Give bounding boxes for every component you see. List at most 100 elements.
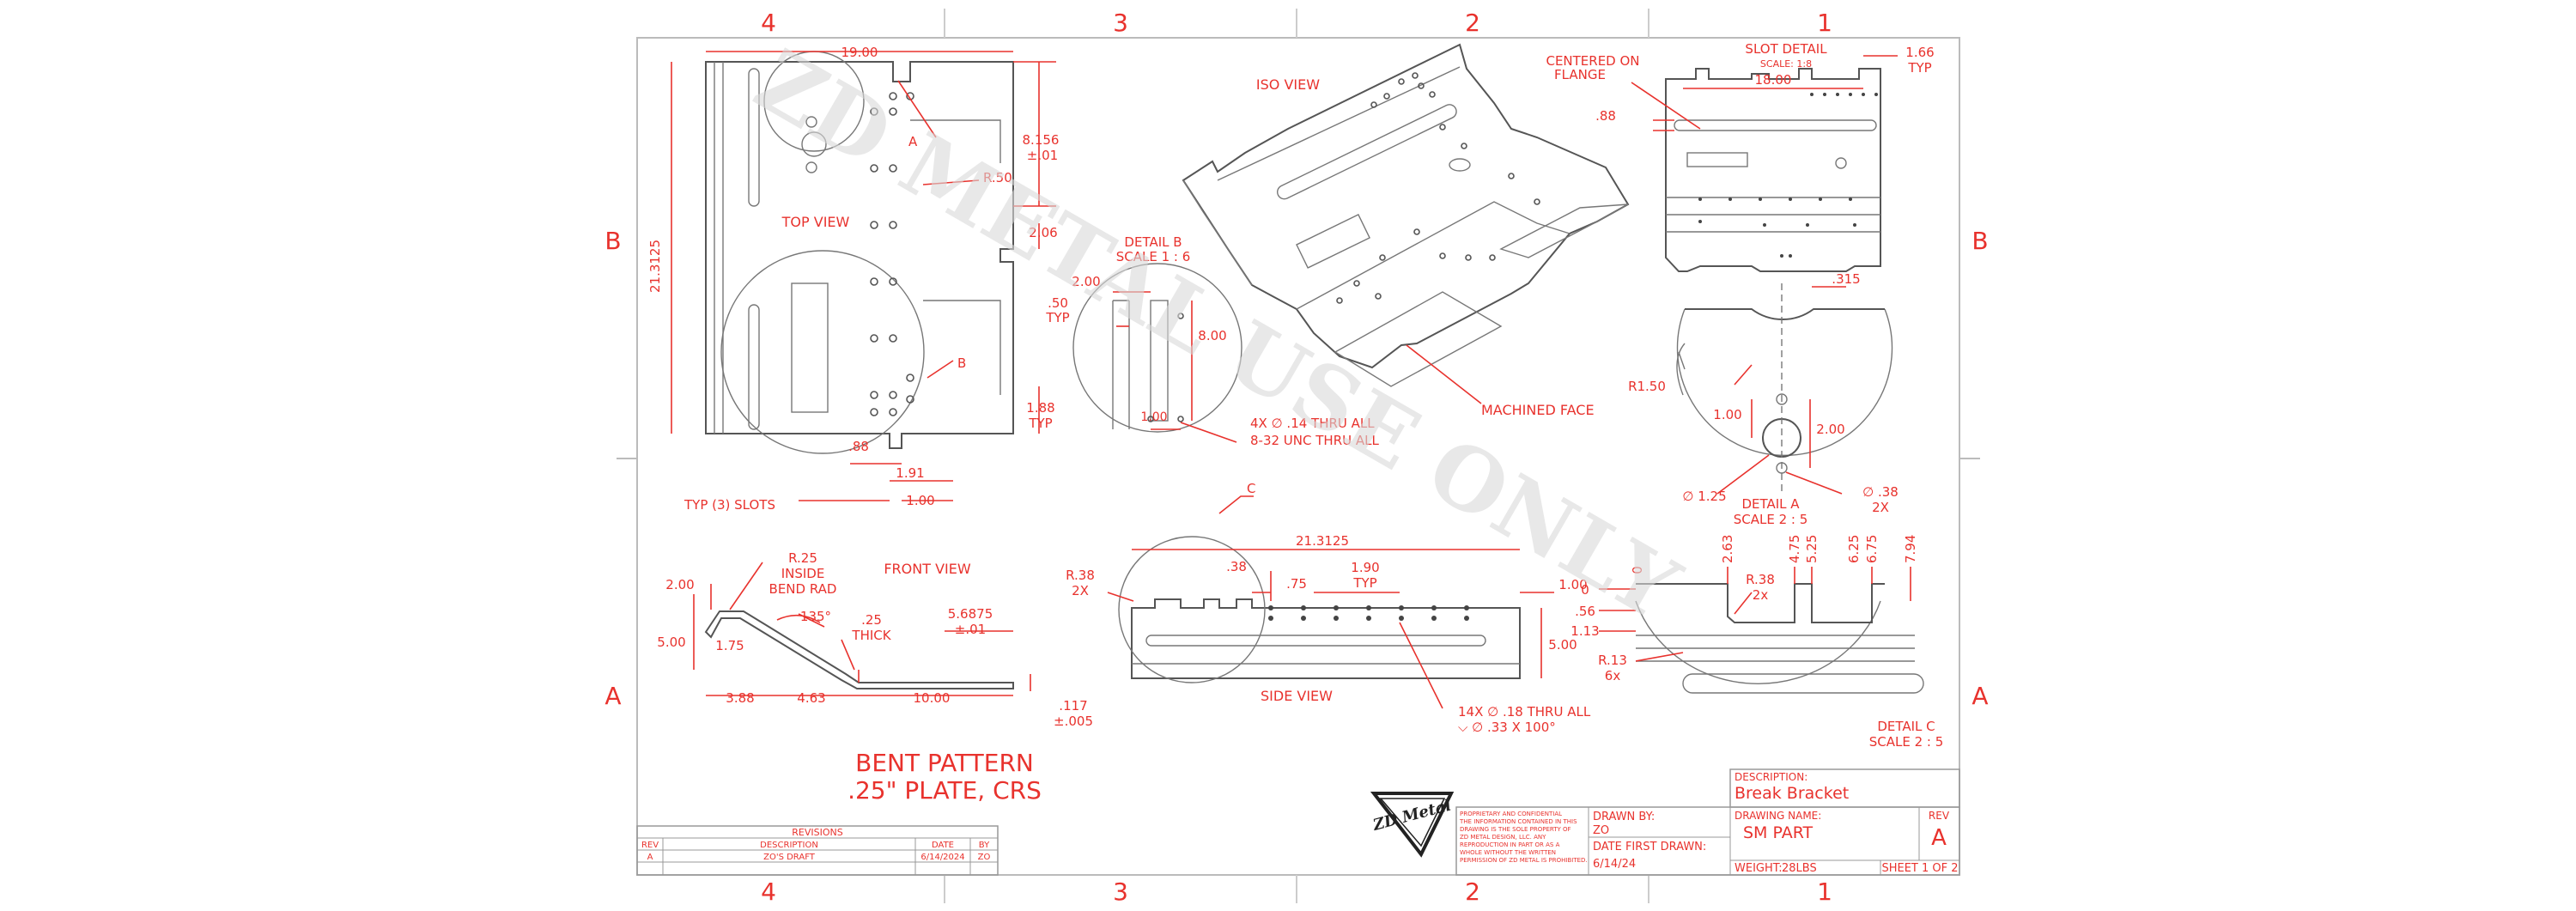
zone-row-b-left: B bbox=[605, 227, 621, 255]
detail-b-note-1: 4X ∅ .14 THRU ALL bbox=[1250, 416, 1375, 431]
front-dim-1000: 10.00 bbox=[914, 690, 951, 706]
title-block-grid bbox=[1455, 768, 1960, 876]
front-dim-463: 4.63 bbox=[797, 690, 825, 706]
slot-centered-note-1: CENTERED ON bbox=[1546, 53, 1639, 69]
slot-dim-typ: TYP bbox=[1907, 60, 1931, 76]
iso-holes bbox=[1336, 72, 1540, 304]
top-dim-tol: ±.01 bbox=[1027, 148, 1058, 163]
weight-value: 28LBS bbox=[1782, 862, 1817, 875]
drawing-name-label: DRAWING NAME: bbox=[1735, 810, 1821, 822]
front-dim-175: 1.75 bbox=[715, 638, 744, 653]
top-view-label: TOP VIEW bbox=[781, 214, 850, 230]
date-first-drawn-label: DATE FIRST DRAWN: bbox=[1593, 841, 1706, 853]
side-note-1: 14X ∅ .18 THRU ALL bbox=[1458, 704, 1591, 720]
detail-a-view bbox=[1676, 283, 1893, 495]
side-view bbox=[1107, 495, 1554, 709]
front-dim-tol-005: ±.005 bbox=[1054, 714, 1093, 729]
front-dim-500: 5.00 bbox=[657, 635, 685, 650]
sheet-frame bbox=[617, 9, 1980, 903]
revisions-header-by: BY bbox=[979, 841, 990, 850]
revisions-header-description: DESCRIPTION bbox=[760, 841, 818, 850]
detail-a-dim-2x: 2X bbox=[1872, 500, 1889, 515]
detail-a-dim-200: 2.00 bbox=[1816, 422, 1844, 437]
front-dim-thick: THICK bbox=[851, 628, 891, 643]
detail-b-dim-50: .50 bbox=[1048, 295, 1068, 311]
weight-label: WEIGHT: bbox=[1735, 862, 1783, 875]
detail-c-dim-263: 2.63 bbox=[1720, 535, 1735, 563]
detail-c-dim-r13: R.13 bbox=[1598, 653, 1627, 668]
revisions-row-by: ZO bbox=[978, 853, 991, 862]
zd-metal-logo: ZD Metal bbox=[1370, 792, 1455, 858]
detail-c-dim-6x: 6x bbox=[1605, 668, 1621, 683]
detail-c-scale: SCALE 2 : 5 bbox=[1869, 734, 1944, 750]
detail-c-dim-2x: 2x bbox=[1753, 587, 1769, 603]
slot-detail-scale: SCALE: 1:8 bbox=[1760, 58, 1812, 70]
detail-c-dim-475: 4.75 bbox=[1787, 535, 1802, 563]
side-view-label: SIDE VIEW bbox=[1261, 688, 1333, 704]
detail-b-dim-800: 8.00 bbox=[1198, 328, 1226, 343]
side-dim-75: .75 bbox=[1286, 576, 1307, 592]
detail-c-dim-794: 7.94 bbox=[1903, 535, 1918, 563]
front-dim-135: 135° bbox=[800, 609, 831, 624]
detail-c-dim-625: 6.25 bbox=[1846, 535, 1862, 563]
front-dim-inside: INSIDE bbox=[781, 566, 825, 581]
front-dim-25: .25 bbox=[861, 612, 882, 628]
detail-b-title: DETAIL B bbox=[1124, 234, 1182, 250]
detail-c-dim-525: 5.25 bbox=[1804, 535, 1820, 563]
side-dim-190: 1.90 bbox=[1351, 560, 1379, 575]
detail-b-note-2: 8-32 UNC THRU ALL bbox=[1250, 433, 1379, 448]
zone-row-b-right: B bbox=[1971, 227, 1988, 255]
proprietary-line-4: ZD METAL DESIGN, LLC. ANY bbox=[1460, 834, 1546, 841]
detail-a-dim-38: ∅ .38 bbox=[1862, 484, 1899, 500]
description-value: Break Bracket bbox=[1735, 784, 1849, 803]
revisions-row-date: 6/14/2024 bbox=[920, 853, 964, 862]
slot-centered-note-2: FLANGE bbox=[1554, 67, 1606, 82]
detail-a-dim-100: 1.00 bbox=[1713, 407, 1741, 422]
front-dim-388: 3.88 bbox=[726, 690, 754, 706]
zone-col-4-bottom: 4 bbox=[761, 878, 776, 906]
top-view-holes bbox=[870, 92, 914, 416]
detail-c-title: DETAIL C bbox=[1877, 719, 1935, 734]
detail-a-title: DETAIL A bbox=[1741, 496, 1800, 512]
watermark: ZD METAL USE ONLY bbox=[739, 29, 1697, 641]
detail-b-dim-200: 2.00 bbox=[1072, 274, 1100, 289]
detail-a-dim-r150: R1.50 bbox=[1628, 379, 1666, 394]
front-dim-200: 2.00 bbox=[665, 577, 694, 592]
side-dim-213125: 21.3125 bbox=[1296, 533, 1349, 549]
side-callout-c: C bbox=[1247, 481, 1255, 496]
zone-col-2-bottom: 2 bbox=[1465, 878, 1480, 906]
detail-b-scale: SCALE 1 : 6 bbox=[1116, 249, 1191, 264]
side-dim-2x: 2X bbox=[1072, 583, 1089, 598]
zone-col-3-bottom: 3 bbox=[1113, 878, 1128, 906]
detail-b-view bbox=[1072, 263, 1242, 443]
bent-pattern-line-2: .25" PLATE, CRS bbox=[848, 776, 1042, 805]
proprietary-line-3: DRAWING IS THE SOLE PROPERTY OF bbox=[1460, 826, 1571, 833]
front-dim-bend-rad: BEND RAD bbox=[769, 581, 837, 597]
slot-detail-view bbox=[1631, 55, 1898, 272]
zone-col-1-top: 1 bbox=[1817, 9, 1832, 37]
proprietary-notice: PROPRIETARY AND CONFIDENTIAL THE INFORMA… bbox=[1459, 811, 1588, 864]
proprietary-line-1: PROPRIETARY AND CONFIDENTIAL bbox=[1460, 811, 1562, 817]
detail-b-dim-100: 1.00 bbox=[1140, 410, 1167, 424]
iso-machined-face-note: MACHINED FACE bbox=[1481, 402, 1595, 418]
zone-col-3-top: 3 bbox=[1113, 9, 1128, 37]
slot-dim-88: .88 bbox=[1595, 108, 1616, 124]
slot-holes bbox=[1698, 93, 1878, 258]
detail-b-dim-typ: TYP bbox=[1045, 310, 1069, 325]
front-dim-r25: R.25 bbox=[788, 550, 817, 566]
detail-c-dim-56: .56 bbox=[1575, 604, 1595, 619]
detail-a-dim-125: ∅ 1.25 bbox=[1682, 489, 1726, 504]
zone-row-a-right: A bbox=[1971, 682, 1988, 710]
top-dim-8156: 8.156 bbox=[1023, 132, 1060, 148]
slot-dim-1800: 18.00 bbox=[1755, 72, 1792, 88]
proprietary-line-5: REPRODUCTION IN PART OR AS A bbox=[1460, 841, 1560, 848]
top-dim-188: 1.88 bbox=[1026, 400, 1054, 416]
proprietary-line-7: PERMISSION OF ZD METAL IS PROHIBITED. bbox=[1460, 857, 1588, 864]
revisions-table bbox=[636, 825, 999, 876]
zone-row-a-left: A bbox=[605, 682, 621, 710]
front-view-label: FRONT VIEW bbox=[884, 561, 971, 577]
revisions-header-rev: REV bbox=[641, 841, 659, 850]
zone-col-1-bottom: 1 bbox=[1817, 878, 1832, 906]
detail-a-dim-315: .315 bbox=[1832, 271, 1860, 287]
